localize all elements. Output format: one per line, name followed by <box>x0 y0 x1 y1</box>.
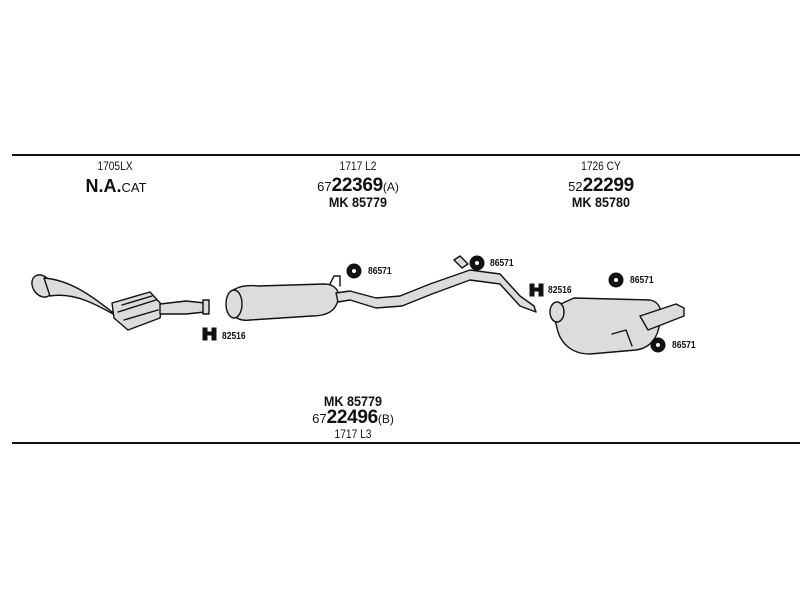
section-2-suffix: (A) <box>382 180 399 194</box>
top-divider-line <box>12 154 800 156</box>
bottom-number: 22496 <box>326 407 379 428</box>
bottom-code: 1717 L3 <box>334 427 372 441</box>
section-2-number: 22369 <box>331 175 384 196</box>
section-2-mk: MK 85779 <box>328 194 388 210</box>
section-3-number: 22299 <box>582 175 635 196</box>
bottom-mk: MK 85779 <box>323 393 383 409</box>
section-1-type: N.A.CAT <box>66 177 166 195</box>
section-2-prefix: 67 <box>317 179 332 194</box>
section-1-type-rest: CAT <box>121 180 147 195</box>
rubber-mount-icon-rear-top[interactable] <box>608 272 624 288</box>
bottom-suffix: (B) <box>377 412 394 426</box>
rubber-mount-icon-mid[interactable] <box>346 263 362 279</box>
clamp-left-label: 82516 <box>222 331 246 342</box>
rubber-pipe-label: 86571 <box>490 258 514 269</box>
clamp-icon-left[interactable] <box>202 327 217 341</box>
rubber-rear-bottom-label: 86571 <box>672 340 696 351</box>
section-3-prefix: 52 <box>568 179 583 194</box>
rubber-mount-icon-rear-bottom[interactable] <box>650 337 666 353</box>
clamp-icon-right[interactable] <box>529 283 544 297</box>
section-1-code: 1705LX <box>97 159 133 173</box>
front-catalytic-converter-part[interactable] <box>28 271 210 331</box>
rubber-mid-label: 86571 <box>368 266 392 277</box>
bottom-divider-line <box>12 442 800 444</box>
bottom-part-number[interactable]: 6722496(B) <box>283 408 423 427</box>
rubber-mount-icon-pipe[interactable] <box>469 255 485 271</box>
clamp-right-label: 82516 <box>548 285 572 296</box>
section-2-code: 1717 L2 <box>339 159 377 173</box>
section-3-code: 1726 CY <box>581 159 621 173</box>
section-3-part-number[interactable]: 5222299 <box>541 176 661 195</box>
bottom-prefix: 67 <box>312 411 327 426</box>
section-1-type-bold: N.A. <box>85 176 122 196</box>
rubber-rear-top-label: 86571 <box>630 275 654 286</box>
section-2-part-number[interactable]: 6722369(A) <box>288 176 428 195</box>
section-3-mk: MK 85780 <box>571 194 631 210</box>
middle-silencer-part[interactable] <box>225 255 537 321</box>
